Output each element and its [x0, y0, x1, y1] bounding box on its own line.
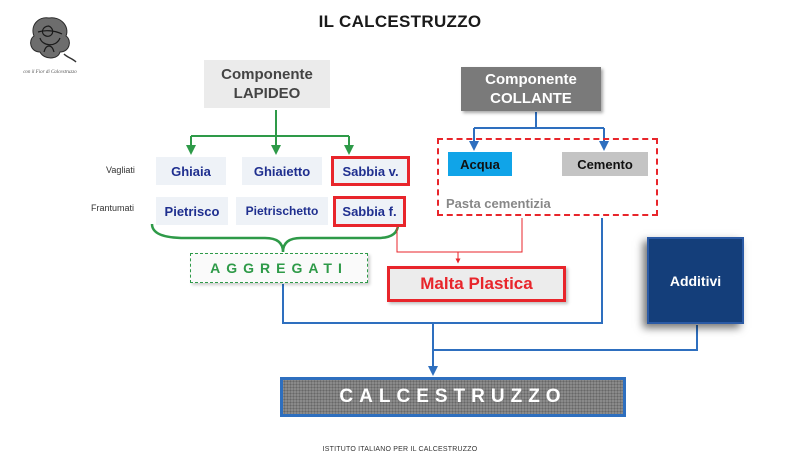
- aggregati-brace: [150, 223, 400, 253]
- additivi-box: Additivi: [647, 237, 744, 324]
- aggregati-box: AGGREGATI: [190, 253, 368, 283]
- frantumati-label: Frantumati: [91, 203, 135, 213]
- page-title: IL CALCESTRUZZO: [318, 12, 482, 31]
- sabbia-f-box: Sabbia f.: [333, 196, 406, 227]
- malta-plastica-box: Malta Plastica: [387, 266, 566, 302]
- lapideo-branch-lines: [186, 110, 354, 155]
- componente-collante-box: Componente COLLANTE: [461, 67, 601, 111]
- componente-lapideo-box: Componente LAPIDEO: [204, 60, 330, 108]
- acqua-box: Acqua: [448, 152, 512, 176]
- calcestruzzo-feed-lines: [282, 218, 698, 376]
- rose-logo-icon: [18, 8, 80, 78]
- lapideo-line1: Componente: [221, 66, 313, 83]
- pietrisco-box: Pietrisco: [156, 197, 228, 225]
- logo-caption: con il Fior di Calcestruzzo: [23, 70, 77, 75]
- sabbia-v-box: Sabbia v.: [331, 156, 410, 186]
- footer-text: ISTITUTO ITALIANO PER IL CALCESTRUZZO: [322, 446, 478, 453]
- malta-feed-lines: [396, 218, 523, 264]
- calcestruzzo-box: CALCESTRUZZO: [280, 377, 626, 417]
- pasta-cementizia-group: [437, 138, 658, 216]
- vagliati-label: Vagliati: [106, 165, 135, 175]
- collante-branch-lines: [469, 112, 609, 151]
- ghiaia-box: Ghiaia: [156, 157, 226, 185]
- lapideo-line2: LAPIDEO: [233, 85, 301, 102]
- collante-line2: COLLANTE: [490, 90, 572, 107]
- collante-line1: Componente: [485, 71, 577, 88]
- pietrischetto-box: Pietrischetto: [236, 197, 328, 225]
- pasta-cementizia-label: Pasta cementizia: [446, 196, 551, 211]
- cemento-box: Cemento: [562, 152, 648, 176]
- ghiaietto-box: Ghiaietto: [242, 157, 322, 185]
